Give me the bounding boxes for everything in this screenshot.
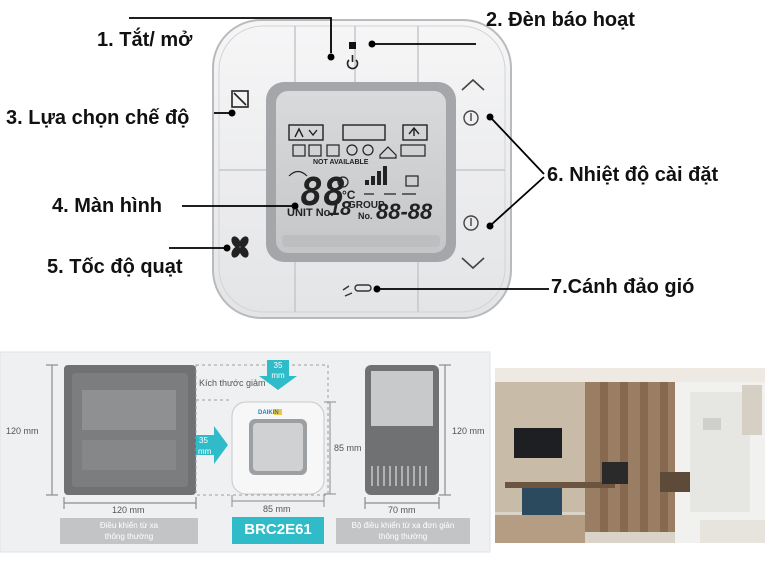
right-height-label: 120 mm <box>452 426 485 436</box>
lcd-group-digits: 88-88 <box>376 199 433 224</box>
label-mode: 3. Lựa chọn chế độ <box>6 107 190 129</box>
fan-icon <box>231 236 249 258</box>
mid-width-label: 85 mm <box>263 504 291 514</box>
lcd-group-no: No. <box>358 211 373 221</box>
lcd-level-bars <box>365 166 387 185</box>
label-temperature: 6. Nhiệt độ cài đặt <box>547 164 719 186</box>
label-fan-speed: 5. Tốc độ quạt <box>47 256 183 278</box>
label-swing: 7.Cánh đảo gió <box>551 276 695 298</box>
model-name: BRC2E61 <box>244 521 312 538</box>
lcd-not-available: NOT AVAILABLE <box>313 159 369 166</box>
left-width-label: 120 mm <box>112 505 145 515</box>
reduce-arrow-top <box>259 360 297 390</box>
left-caption-2: thông thường <box>104 532 154 541</box>
thermometer-down-icon <box>463 215 479 231</box>
button-dividers <box>219 26 505 312</box>
lcd-icons-row1 <box>288 124 428 141</box>
label-power: 1. Tắt/ mở <box>97 29 193 51</box>
lcd-unit-digits: 18 <box>329 198 352 220</box>
label-status-led: 2. Đèn báo hoạt <box>486 9 635 31</box>
lcd-unit-no: UNIT No. <box>287 207 334 219</box>
mid-height-label: 85 mm <box>334 443 362 453</box>
reduce-left-value: 35 <box>199 436 208 445</box>
lcd-group: GROUP <box>348 200 385 211</box>
reduce-arrow-left <box>196 426 228 464</box>
swing-icon <box>342 284 372 297</box>
callout-lines <box>129 17 549 290</box>
lcd-unit-c: °C <box>342 188 356 202</box>
right-caption-2: thông thường <box>378 532 428 541</box>
lcd-temperature: 88 <box>300 170 346 214</box>
down-arrow-icon <box>461 257 485 270</box>
up-arrow-icon <box>461 78 485 91</box>
left-height-label: 120 mm <box>6 426 39 436</box>
label-display: 4. Màn hình <box>52 195 162 217</box>
power-icon <box>346 55 359 70</box>
reduce-label: Kích thước giảm <box>199 378 266 388</box>
brand-logo: DAIKIN <box>258 410 279 416</box>
thermometer-up-icon <box>463 110 479 126</box>
right-width-label: 70 mm <box>388 505 416 515</box>
reduce-top-value: 35 <box>273 361 283 370</box>
reduce-top-unit: mm <box>271 371 285 380</box>
left-caption-1: Điều khiển từ xa <box>99 521 159 530</box>
status-led <box>349 42 356 49</box>
room-photo <box>495 368 765 543</box>
right-caption-1: Bộ điều khiển từ xa đơn giản <box>351 521 455 530</box>
mode-icon <box>231 90 249 108</box>
reduce-left-unit: mm <box>198 447 212 456</box>
lcd-icons-row2 <box>292 144 426 159</box>
